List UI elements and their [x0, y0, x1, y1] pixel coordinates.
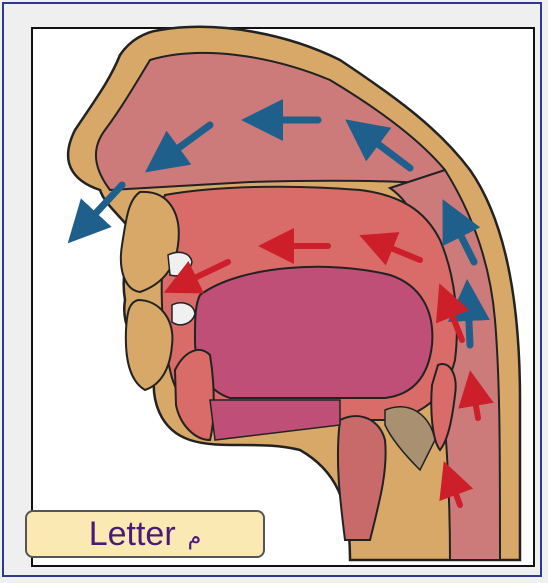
- letter-label-word: Letter: [89, 515, 176, 554]
- tongue: [195, 267, 432, 398]
- letter-label: Letter م: [25, 510, 265, 558]
- letter-label-glyph: م: [188, 525, 202, 550]
- nasal-arrow: [468, 300, 470, 345]
